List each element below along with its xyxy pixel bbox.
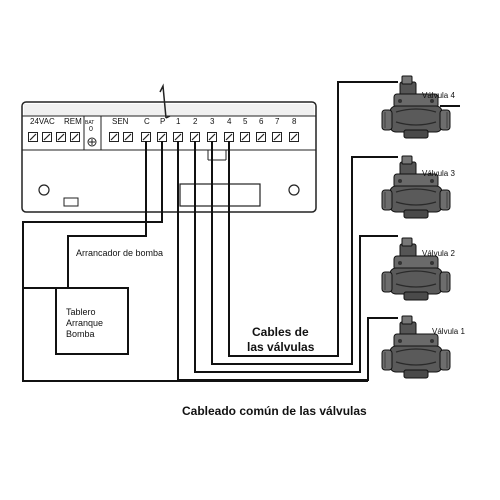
valve-3-label: Válvula 3	[422, 169, 455, 178]
valve-1-label: Válvula 1	[432, 327, 465, 336]
valve-3: Válvula 3	[381, 155, 455, 219]
mount-hole-right-icon	[288, 184, 300, 196]
pump-starter-label: Arrancador de bomba	[76, 248, 163, 258]
controller: 24VAC REM BAT 0 SEN C P 1 2 3 4 5 6 7 8	[21, 83, 317, 213]
cable-knockout	[63, 197, 79, 207]
wires	[22, 81, 460, 382]
terminal-label-24vac: 24VAC	[30, 117, 55, 126]
valve-4: Válvula 4	[381, 75, 455, 139]
terminal-label-bat-zero: 0	[89, 126, 93, 133]
terminal-label-zone-2: 2	[193, 117, 198, 126]
wire-zone-3	[211, 141, 398, 365]
terminal-label-common: C	[144, 117, 150, 126]
terminal-label-rem: REM	[64, 117, 82, 126]
mount-hole-left-icon	[38, 184, 50, 196]
terminal-label-zone-3: 3	[210, 117, 215, 126]
terminal-label-zone-5: 5	[243, 117, 248, 126]
terminal-label-bat: BAT	[85, 120, 94, 126]
panel-label-line-2: Arranque	[66, 318, 103, 328]
panel-label-line-3: Bomba	[66, 329, 95, 339]
wire-common-from-controller	[67, 141, 147, 288]
panel-label-line-1: Tablero	[66, 307, 96, 317]
valve-1: Válvula 1	[381, 315, 465, 379]
valve-2: Válvula 2	[381, 237, 455, 301]
common-wiring-label: Cableado común de las válvulas	[182, 404, 367, 418]
terminal-label-pump: P	[160, 117, 165, 126]
terminal-label-sen: SEN	[112, 117, 129, 126]
terminal-label-zone-8: 8	[292, 117, 297, 126]
terminal-label-zone-6: 6	[259, 117, 264, 126]
valve-cables-label-line-1: Cables de	[252, 325, 309, 339]
pump-starter-panel	[55, 287, 129, 355]
valve-cables-label-line-2: las válvulas	[247, 340, 315, 354]
terminal-label-zone-1: 1	[176, 117, 181, 126]
valve-4-label: Válvula 4	[422, 91, 455, 100]
wire-pump	[22, 141, 368, 382]
cable-slot	[179, 183, 261, 207]
valve-2-label: Válvula 2	[422, 249, 455, 258]
terminal-label-zone-4: 4	[227, 117, 232, 126]
wire-zone-2	[194, 141, 398, 373]
terminal-label-zone-7: 7	[275, 117, 280, 126]
wire-zone-4	[228, 81, 398, 357]
